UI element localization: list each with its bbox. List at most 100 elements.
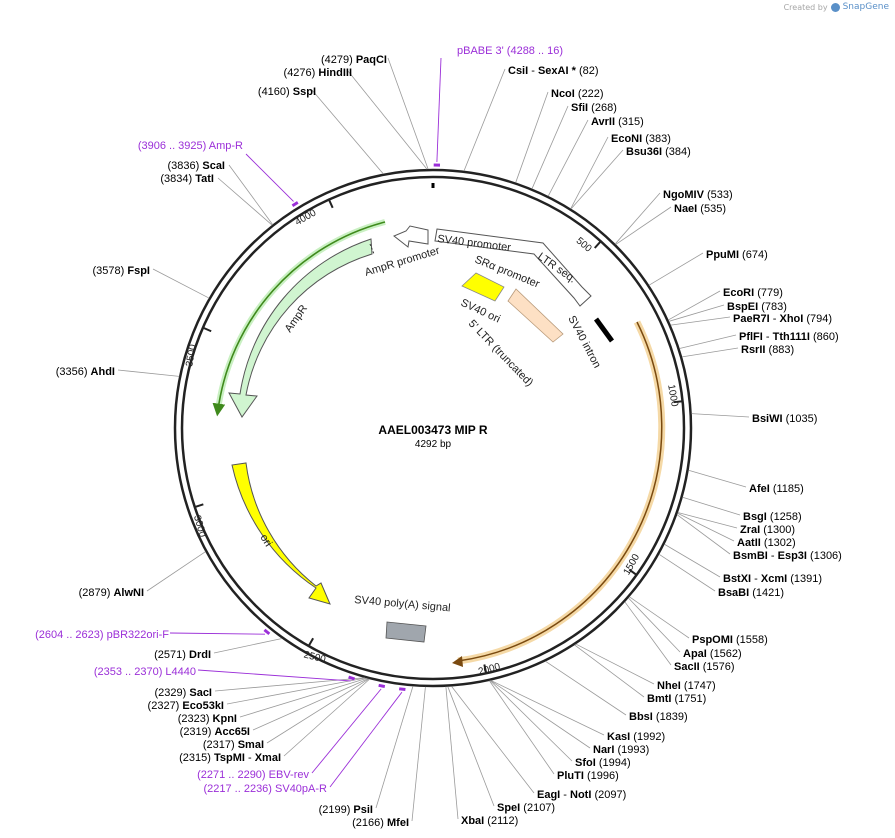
enzyme-label[interactable]: (2323) KpnI <box>178 713 237 725</box>
enzyme-label[interactable]: NarI (1993) <box>593 744 649 756</box>
primer-leader-line <box>311 688 382 774</box>
enzyme-label[interactable]: PflFI - Tth111I (860) <box>739 331 839 343</box>
enzyme-leader-line <box>239 677 367 718</box>
feature-label-5ltr: 5' LTR (truncated) <box>466 318 535 389</box>
backbone-inner <box>180 175 686 681</box>
enzyme-label[interactable]: NheI (1747) <box>657 680 716 692</box>
enzyme-label[interactable]: NgoMIV (533) <box>663 189 733 201</box>
enzyme-leader-line <box>490 680 591 749</box>
enzyme-label[interactable]: (4276) HindIII <box>284 67 352 79</box>
ampr-promoter-arrow <box>393 225 429 248</box>
enzyme-leader-line <box>614 192 661 245</box>
enzyme-label[interactable]: NcoI (222) <box>551 88 604 100</box>
enzyme-label[interactable]: Bsu36I (384) <box>626 146 691 158</box>
enzyme-label[interactable]: (3356) AhdI <box>56 366 115 378</box>
enzyme-label[interactable]: (4279) PaqCI <box>321 54 387 66</box>
enzyme-label[interactable]: SfiI (268) <box>571 102 617 114</box>
enzyme-label[interactable]: BspEI (783) <box>727 301 787 313</box>
enzyme-leader-line <box>146 551 206 592</box>
enzyme-label[interactable]: PluTI (1996) <box>557 770 619 782</box>
enzyme-label[interactable]: (2315) TspMI - XmaI <box>179 752 281 764</box>
enzyme-label[interactable]: SacII (1576) <box>674 661 735 673</box>
enzyme-leader-line <box>515 91 549 183</box>
enzyme-leader-line <box>681 347 739 358</box>
enzyme-label[interactable]: RsrII (883) <box>741 344 794 356</box>
enzyme-label[interactable]: BsaBI (1421) <box>718 587 784 599</box>
enzyme-label[interactable]: (3578) FspI <box>93 265 150 277</box>
primer-label[interactable]: (2604 .. 2623) pBR322ori-F <box>35 629 169 641</box>
annotation-labels: (4279) PaqCI(4276) HindIII (4160) SspI Csi… <box>35 45 842 829</box>
sv40-intron-bar <box>593 317 615 343</box>
enzyme-label[interactable]: (2166) MfeI <box>352 817 409 829</box>
enzyme-label[interactable]: AatII (1302) <box>737 537 796 549</box>
enzyme-label[interactable]: (2317) SmaI <box>203 739 264 751</box>
enzyme-label[interactable]: BmtI (1751) <box>647 693 706 705</box>
enzyme-label[interactable]: (4160) SspI <box>258 86 316 98</box>
enzyme-label[interactable]: PpuMI (674) <box>706 249 768 261</box>
enzyme-label[interactable]: PaeR7I - XhoI (794) <box>733 313 832 325</box>
enzyme-leader-line <box>531 105 569 189</box>
enzyme-label[interactable]: BsiWI (1035) <box>752 413 817 425</box>
enzyme-label[interactable]: (2199) PsiI <box>319 804 373 816</box>
enzyme-label[interactable]: (2329) SacI <box>155 687 213 699</box>
primer-mark <box>291 201 299 207</box>
credit-text: Created by <box>783 2 828 12</box>
enzyme-label[interactable]: XbaI (2112) <box>461 815 518 827</box>
enzyme-label[interactable]: (2327) Eco53kI <box>148 700 224 712</box>
tick-label: 1000 <box>665 384 680 408</box>
enzyme-label[interactable]: EcoNI (383) <box>611 133 671 145</box>
enzyme-leader-line <box>676 514 731 555</box>
sv40-polya-box <box>385 621 427 643</box>
enzyme-leader-line <box>668 304 725 322</box>
enzyme-leader-line <box>545 660 627 716</box>
enzyme-leader-line <box>547 119 589 197</box>
sv40-promoter-arrow <box>434 228 592 307</box>
enzyme-label[interactable]: CsiI - SexAI * (82) <box>508 65 599 77</box>
enzyme-label[interactable]: (3834) TatI <box>160 173 214 185</box>
primer-label[interactable]: pBABE 3' (4288 .. 16) <box>457 45 563 57</box>
enzyme-label[interactable]: ZraI (1300) <box>740 524 795 536</box>
primer-label[interactable]: (2271 .. 2290) EBV-rev <box>197 769 309 781</box>
enzyme-leader-line <box>445 686 459 820</box>
enzyme-label[interactable]: BstXI - XcmI (1391) <box>723 573 822 585</box>
enzyme-leader-line <box>489 680 555 775</box>
enzyme-leader-line <box>670 316 731 326</box>
primer-label[interactable]: (3906 .. 3925) Amp-R <box>138 140 243 152</box>
primer-mark <box>378 683 386 689</box>
enzyme-label[interactable]: (2879) AlwNI <box>79 587 144 599</box>
orf-arc <box>457 321 663 662</box>
sv40-ori-box <box>461 272 505 302</box>
enzyme-label[interactable]: KasI (1992) <box>607 731 665 743</box>
enzyme-label[interactable]: (2319) Acc65I <box>180 726 250 738</box>
tick-mark <box>628 568 638 576</box>
enzyme-label[interactable]: ApaI (1562) <box>683 648 742 660</box>
enzyme-label[interactable]: (3836) ScaI <box>168 160 226 172</box>
enzyme-label[interactable]: (2571) DrdI <box>154 649 211 661</box>
plasmid-length: 4292 bp <box>415 439 452 450</box>
enzyme-label[interactable]: BbsI (1839) <box>629 711 688 723</box>
primer-label[interactable]: (2217 .. 2236) SV40pA-R <box>203 783 327 795</box>
tick-mark <box>307 637 314 647</box>
feature-label-sv40-ori: SV40 ori <box>459 297 502 326</box>
enzyme-label[interactable]: PspOMI (1558) <box>692 634 768 646</box>
ori-arrow <box>231 462 331 605</box>
enzyme-label[interactable]: AvrII (315) <box>591 116 644 128</box>
enzyme-leader-line <box>152 268 210 299</box>
enzyme-label[interactable]: AfeI (1185) <box>749 483 804 495</box>
enzyme-leader-line <box>214 677 365 692</box>
enzyme-label[interactable]: SfoI (1994) <box>575 757 631 769</box>
enzyme-label[interactable]: EagI - NotI (2097) <box>537 789 626 801</box>
enzyme-label[interactable]: SpeI (2107) <box>497 802 555 814</box>
primer-leader-line <box>197 669 351 682</box>
enzyme-label[interactable]: NaeI (535) <box>674 203 726 215</box>
5ltr-box <box>507 288 564 343</box>
tick-mark <box>593 240 602 249</box>
enzyme-leader-line <box>252 678 369 731</box>
primer-label[interactable]: (2353 .. 2370) L4440 <box>94 666 196 678</box>
enzyme-label[interactable]: EcoRI (779) <box>723 287 783 299</box>
enzyme-label[interactable]: BsmBI - Esp3I (1306) <box>733 550 842 562</box>
enzyme-label[interactable]: BsgI (1258) <box>743 511 802 523</box>
enzyme-leader-line <box>411 686 426 822</box>
tick-mark <box>194 503 204 509</box>
